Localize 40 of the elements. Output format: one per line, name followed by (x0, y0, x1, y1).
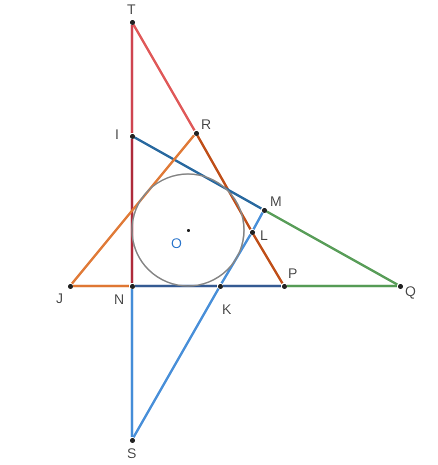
point-marker (130, 134, 134, 138)
point-label: Q (405, 284, 416, 298)
line-segment (196, 135, 252, 230)
line-segment (130, 25, 134, 133)
point-marker (68, 284, 72, 288)
point-marker (130, 284, 134, 288)
point-label: J (56, 291, 63, 305)
point-label: O (171, 236, 182, 250)
point-label: R (201, 117, 212, 131)
line-segment (220, 234, 252, 284)
line-segment (130, 139, 134, 283)
point-marker (282, 284, 286, 288)
point-label: P (288, 266, 298, 280)
point-label: T (127, 2, 136, 16)
line-segment (287, 284, 397, 288)
line-segment (252, 212, 264, 230)
line-segment (132, 24, 196, 132)
line-segment (134, 136, 262, 210)
line-segment (252, 234, 284, 284)
line-segment (132, 288, 220, 438)
line-segment (70, 134, 196, 284)
point-label: I (115, 127, 119, 141)
line-segment (223, 284, 281, 288)
incircle (131, 173, 245, 287)
point-label: S (127, 446, 136, 460)
point-marker (194, 130, 198, 136)
point-label: N (114, 292, 124, 306)
line-segment (135, 284, 217, 288)
line-segment (73, 284, 129, 288)
point-label: M (270, 194, 282, 208)
point-marker (398, 284, 402, 288)
point-marker (250, 230, 254, 234)
point-label: L (260, 228, 268, 242)
point-marker (262, 208, 266, 212)
line-segment (130, 289, 134, 437)
point-marker (218, 284, 222, 288)
line-segment (266, 210, 398, 286)
point-label: K (222, 302, 232, 316)
point-marker (130, 20, 134, 24)
point-marker (130, 438, 134, 442)
